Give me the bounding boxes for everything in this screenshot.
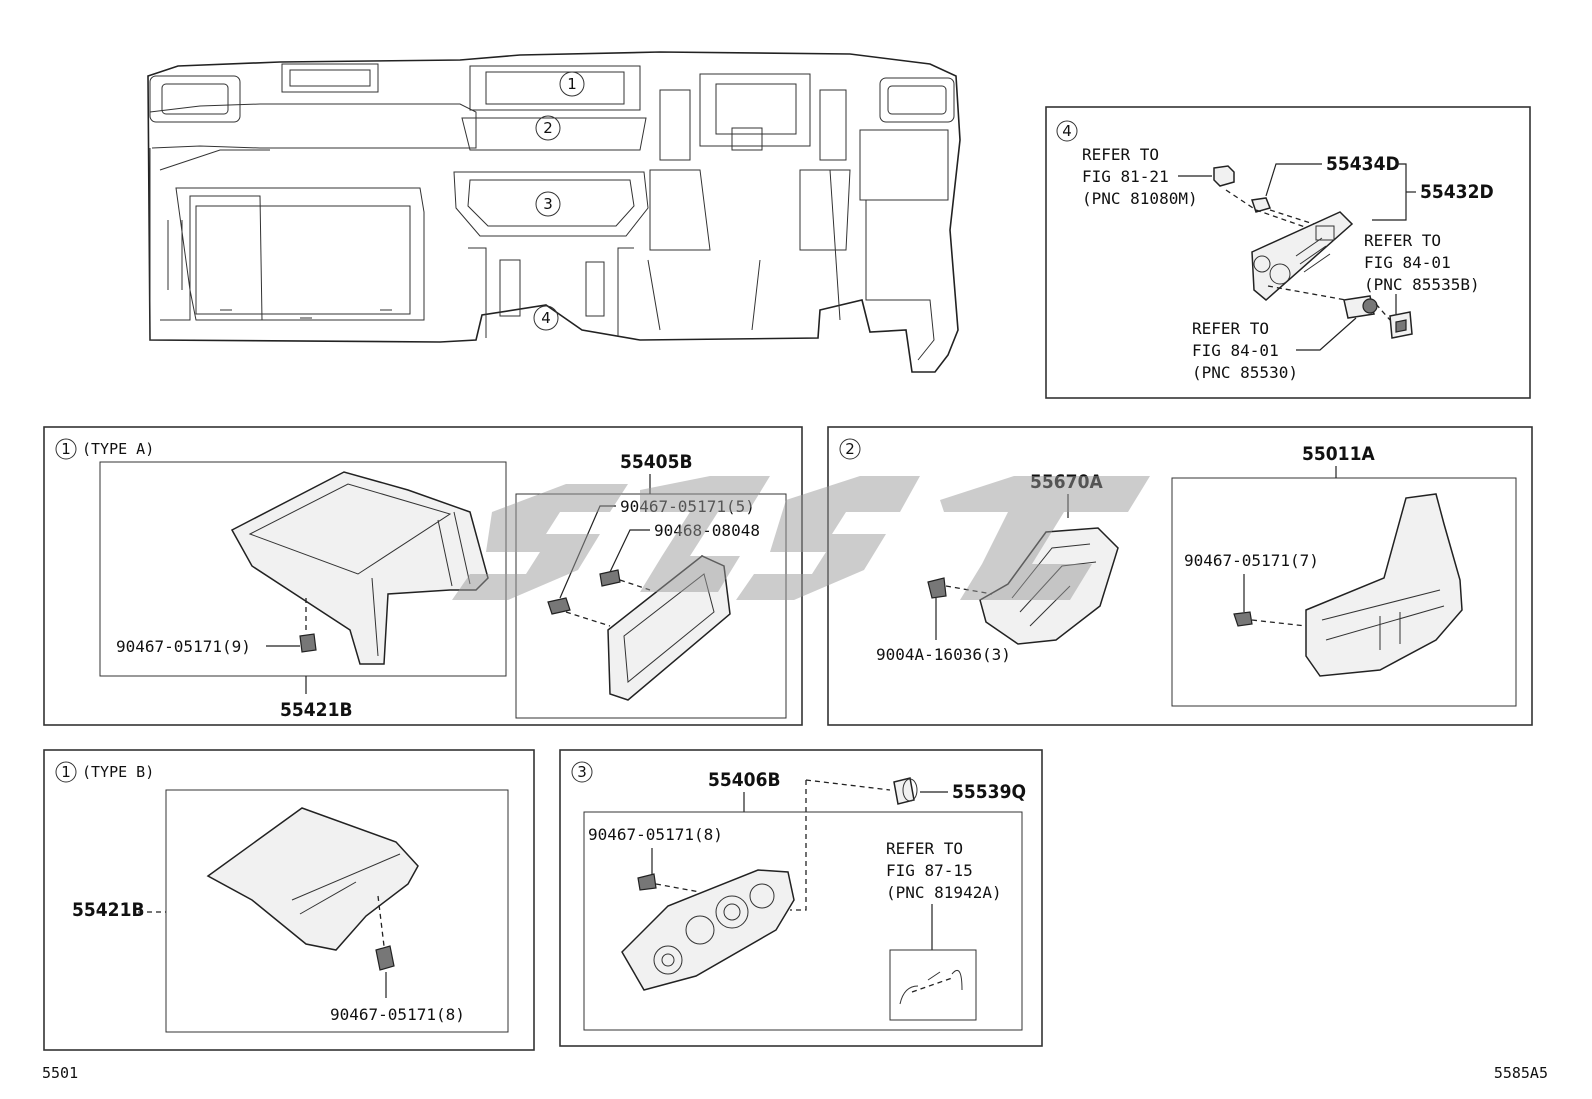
- clip-7-part: [1233, 611, 1253, 627]
- callout-4: 4: [541, 309, 551, 327]
- refer-a-line1: REFER TO: [1082, 145, 1159, 164]
- refer-b-line2: FIG 84-01: [1364, 253, 1451, 272]
- watermark: [452, 476, 1150, 600]
- section-2-index: 2: [845, 440, 855, 458]
- callout-1: 1: [567, 75, 577, 93]
- footer-right-code: 5585A5: [1494, 1064, 1548, 1082]
- screw-part: [927, 577, 947, 599]
- footer-left-code: 5501: [42, 1064, 78, 1082]
- section-1a-type: (TYPE A): [82, 440, 154, 458]
- screw-label: 9004A-16036(3): [876, 645, 1011, 664]
- panel-55432d: [1251, 211, 1354, 301]
- part-55434d: 55434D: [1326, 153, 1400, 175]
- part-55011a-label: 55011A: [1302, 443, 1375, 465]
- refer-3-line3: (PNC 81942A): [886, 883, 1002, 902]
- clip-55434d: [1251, 197, 1272, 213]
- refer-b-line3: (PNC 85535B): [1364, 275, 1480, 294]
- clip-8-part-3: [637, 873, 657, 891]
- callout-3: 3: [543, 195, 553, 213]
- section-4-index: 4: [1062, 122, 1072, 140]
- refer-a-line2: FIG 81-21: [1082, 167, 1169, 186]
- clip-9-part: [299, 633, 317, 653]
- refer-b-line1: REFER TO: [1364, 231, 1441, 250]
- part-55421b-b-label: 55421B: [72, 899, 145, 921]
- refer-a-line3: (PNC 81080M): [1082, 189, 1198, 208]
- callout-2: 2: [543, 119, 553, 137]
- part-55421b-a-label: 55421B: [280, 699, 353, 721]
- cap-55539q: [893, 777, 915, 805]
- section-1a-index: 1: [61, 440, 71, 458]
- part-55539q-label: 55539Q: [952, 781, 1026, 803]
- section-4: 4 REFER TO FIG 81-21 (PNC 81080M) 55434D…: [1045, 106, 1531, 399]
- section-1b-index: 1: [61, 763, 71, 781]
- part-55432d: 55432D: [1420, 181, 1494, 203]
- refer-3-line1: REFER TO: [886, 839, 963, 858]
- refer-c-line3: (PNC 85530): [1192, 363, 1298, 382]
- clip-8-3-label: 90467-05171(8): [588, 825, 723, 844]
- clip-9-label: 90467-05171(9): [116, 637, 251, 656]
- part-55406b-label: 55406B: [708, 769, 781, 791]
- vent-55011a: [1305, 493, 1463, 677]
- clip-90468-part: [599, 569, 621, 587]
- clip-7-label: 90467-05171(7): [1184, 551, 1319, 570]
- clip-8-part-b: [375, 945, 395, 971]
- refer-c-line2: FIG 84-01: [1192, 341, 1279, 360]
- refer-3-line2: FIG 87-15: [886, 861, 973, 880]
- panel-55421b-type-a: [230, 471, 489, 665]
- section-2: 2 55670A 9004A-16036(3) 55011A 90467-051…: [827, 426, 1533, 726]
- section-3-index: 3: [577, 763, 587, 781]
- panel-55421b-type-b: [206, 807, 419, 951]
- instrument-panel-overview: 1 2 3 4: [147, 51, 961, 373]
- refer-c-line1: REFER TO: [1192, 319, 1269, 338]
- part-55405b-label: 55405B: [620, 451, 693, 473]
- section-3: 3 55406B 55539Q 90467-05171(8) REFER TO …: [559, 749, 1043, 1047]
- connector-81080m-part: [1213, 165, 1235, 187]
- section-1-type-b: 1 (TYPE B) 55421B 90467-05171(8): [43, 749, 535, 1051]
- clip-8-b-label: 90467-05171(8): [330, 1005, 465, 1024]
- clip-5-part: [547, 597, 571, 615]
- section-1b-type: (TYPE B): [82, 763, 154, 781]
